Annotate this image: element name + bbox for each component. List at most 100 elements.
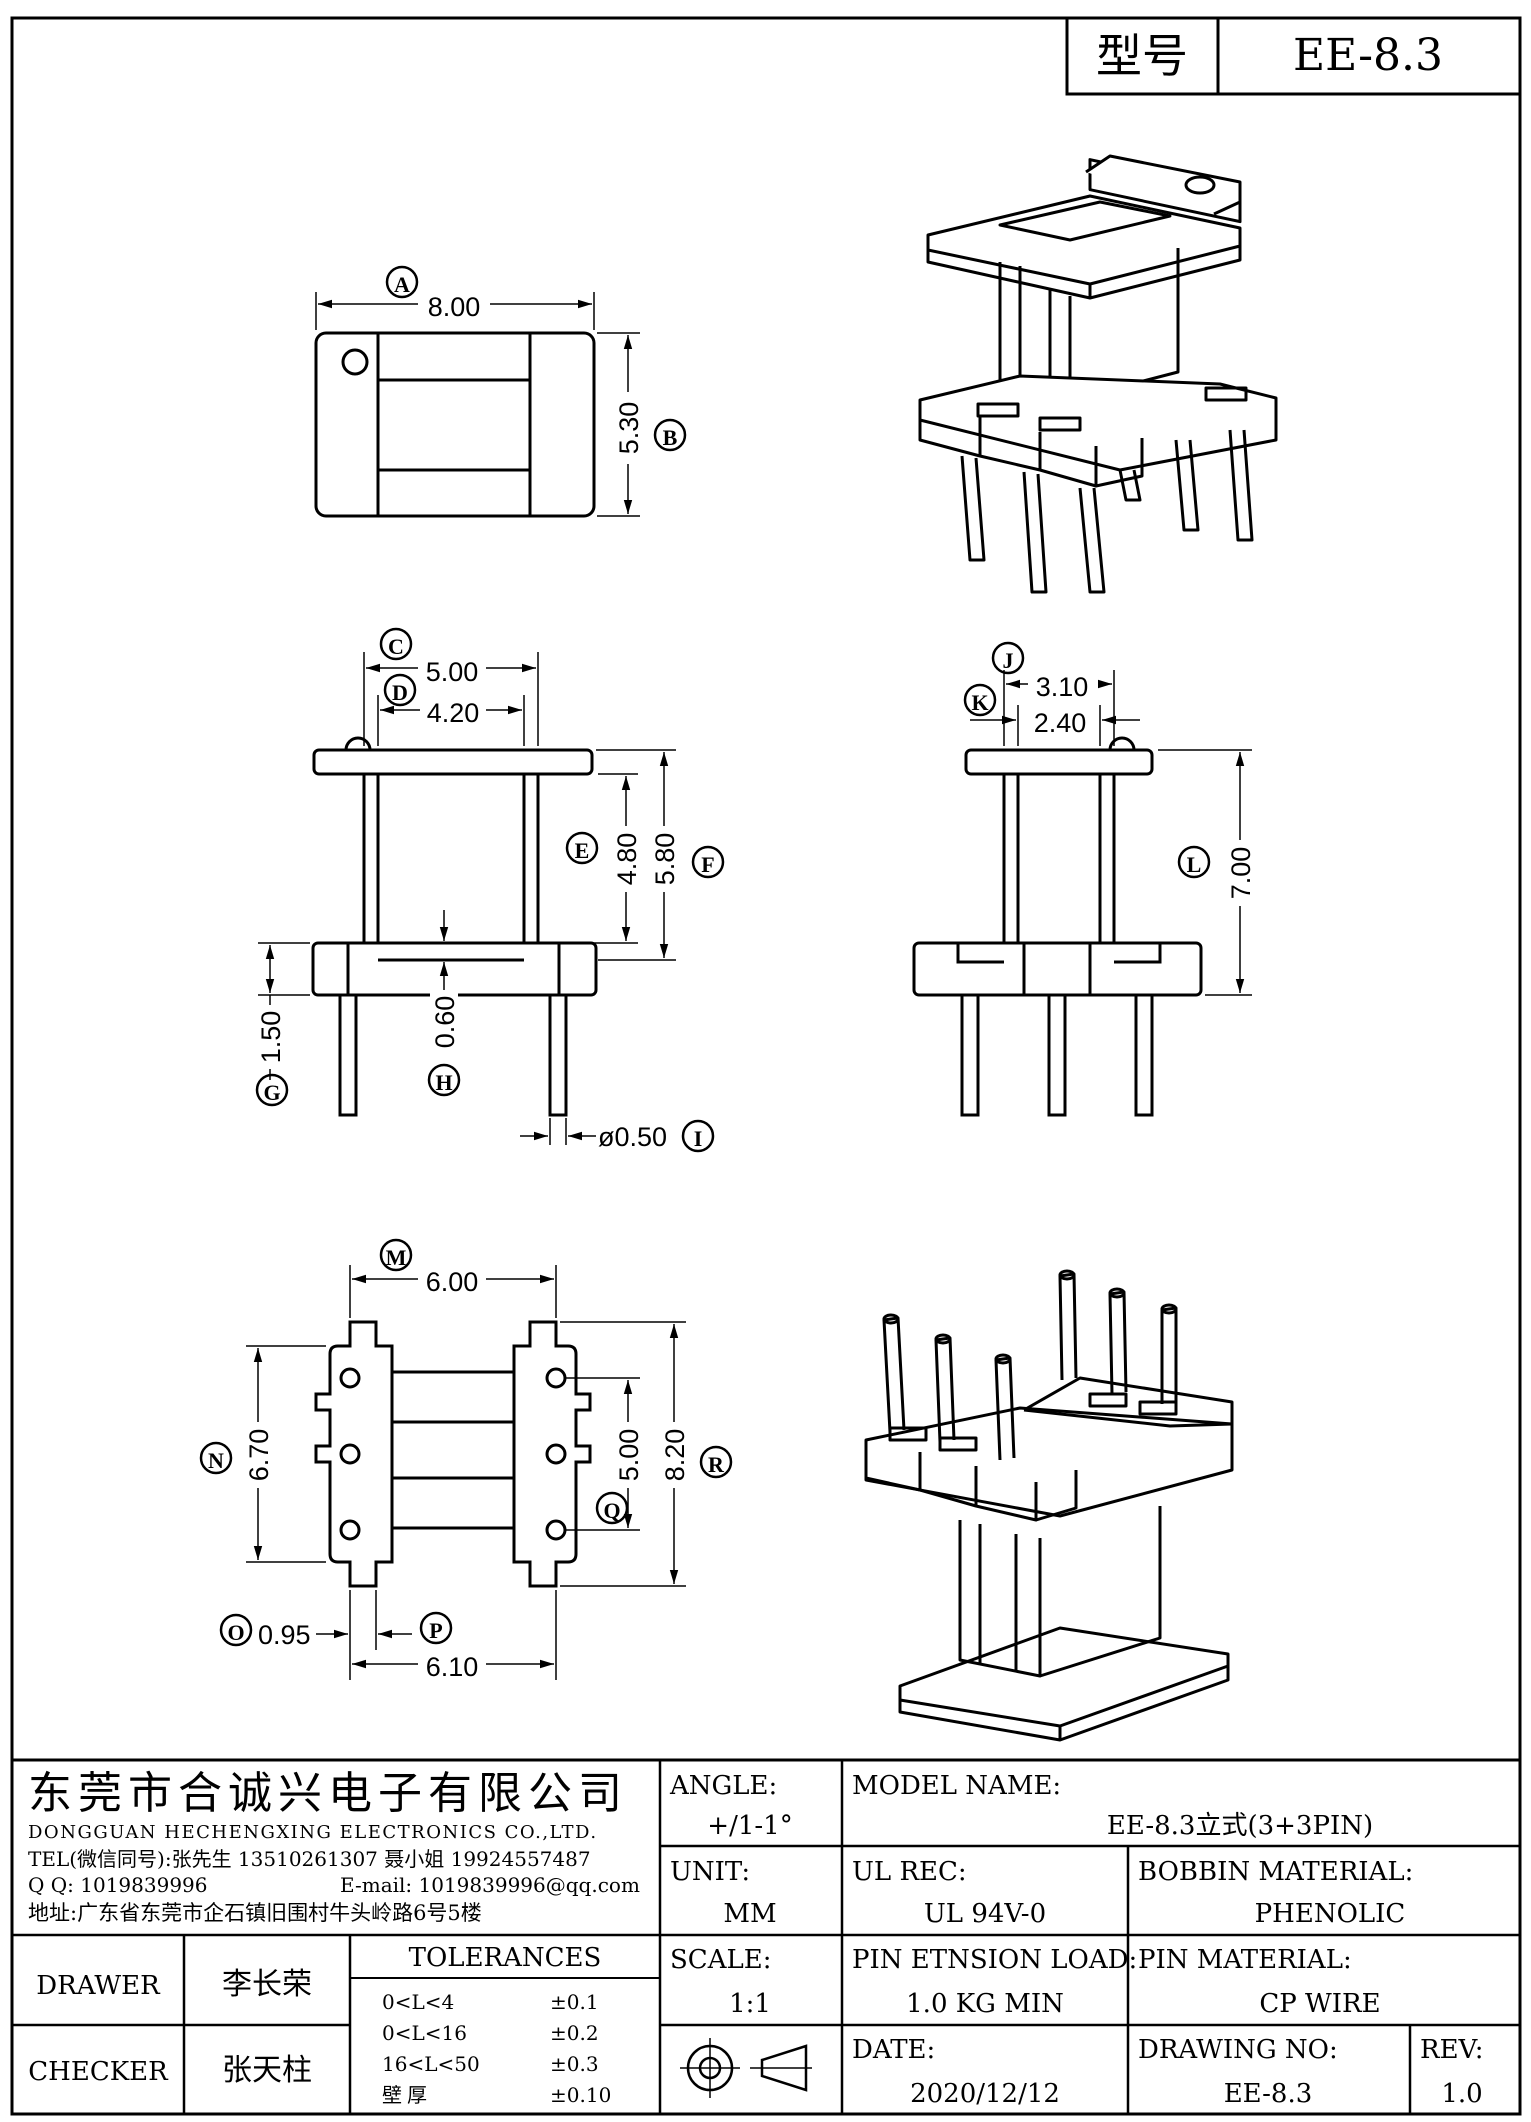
scale-value: 1:1 — [729, 1989, 771, 2019]
unit-label: UNIT: — [670, 1857, 750, 1887]
date-label: DATE: — [852, 2035, 935, 2065]
svg-text:D: D — [392, 680, 408, 705]
date-value: 2020/12/12 — [910, 2079, 1060, 2109]
company-name-en: DONGGUAN HECHENGXING ELECTRONICS CO.,LTD… — [28, 1822, 598, 1843]
model-name-label: MODEL NAME: — [852, 1771, 1061, 1801]
sheet-border — [10, 16, 1522, 2116]
balloon-f: F — [691, 845, 725, 879]
dim-d-value: 4.20 — [427, 698, 480, 728]
balloon-b: B — [653, 418, 687, 452]
drawer-label: DRAWER — [36, 1971, 161, 2001]
rev-label: REV: — [1420, 2035, 1483, 2065]
dim-j-value: 3.10 — [1036, 672, 1089, 702]
svg-text:A: A — [394, 272, 410, 297]
dim-f-value: 5.80 — [650, 833, 680, 886]
balloon-a: A — [385, 265, 419, 299]
company-name-cn: 东莞市合诚兴电子有限公司 — [28, 1769, 628, 1818]
dim-h-value: 0.60 — [430, 996, 460, 1049]
balloon-q: Q — [595, 1491, 629, 1525]
pin-material-value: CP WIRE — [1259, 1989, 1380, 2019]
dim-m-value: 6.00 — [426, 1267, 479, 1297]
bottom-view — [246, 1265, 686, 1680]
drawing-no-label: DRAWING NO: — [1138, 2035, 1338, 2065]
svg-text:O: O — [227, 1620, 244, 1645]
unit-value: MM — [723, 1899, 776, 1929]
svg-text:J: J — [1003, 648, 1014, 673]
title-block — [12, 1758, 1520, 2114]
drawing-no-value: EE-8.3 — [1224, 2079, 1313, 2109]
pin-load-label: PIN ETNSION LOAD: — [852, 1945, 1137, 1975]
dim-l-value: 7.00 — [1226, 847, 1256, 900]
svg-text:I: I — [694, 1126, 703, 1151]
tolerance-range: 壁 厚 — [382, 2084, 427, 2107]
balloon-g: G — [255, 1073, 289, 1107]
contact-email: E-mail: 1019839996@qq.com — [340, 1873, 640, 1897]
model-name-value: EE-8.3立式(3+3PIN) — [1107, 1811, 1373, 1841]
balloon-i: I — [681, 1119, 715, 1153]
svg-text:K: K — [971, 690, 988, 715]
svg-text:L: L — [1187, 852, 1202, 877]
ul-rec-value: UL 94V-0 — [924, 1899, 1046, 1929]
svg-text:P: P — [429, 1618, 442, 1643]
balloon-j: J — [991, 641, 1025, 675]
pin-material-label: PIN MATERIAL: — [1138, 1945, 1352, 1975]
svg-text:C: C — [388, 634, 404, 659]
top-view — [314, 292, 640, 518]
drawer-value: 李长荣 — [222, 1968, 312, 2001]
tolerance-value: ±0.1 — [550, 1990, 599, 2014]
balloon-c: C — [379, 627, 413, 661]
isometric-view-upright — [918, 154, 1278, 594]
contact-qq: Q Q: 1019839996 — [28, 1873, 208, 1897]
dim-r-value: 8.20 — [660, 1429, 690, 1482]
dim-q-value: 5.00 — [614, 1429, 644, 1482]
tolerance-range: 0<L<4 — [382, 1990, 454, 2014]
checker-label: CHECKER — [28, 2057, 169, 2087]
ul-rec-label: UL REC: — [852, 1857, 967, 1887]
tolerance-value: ±0.3 — [550, 2052, 599, 2076]
balloon-k: K — [963, 683, 997, 717]
company-address: 地址:广东省东莞市企石镇旧围村牛头岭路6号5楼 — [28, 1901, 482, 1925]
rev-value: 1.0 — [1441, 2079, 1482, 2109]
tolerance-value: ±0.2 — [550, 2021, 599, 2045]
svg-text:G: G — [263, 1080, 280, 1105]
dim-b-value: 5.30 — [614, 402, 644, 455]
dim-e-value: 4.80 — [612, 833, 642, 886]
balloon-r: R — [699, 1445, 733, 1479]
balloon-n: N — [199, 1441, 233, 1475]
svg-text:H: H — [435, 1070, 452, 1095]
svg-text:Q: Q — [603, 1498, 620, 1523]
tolerance-range: 16<L<50 — [382, 2052, 480, 2076]
balloon-l: L — [1177, 845, 1211, 879]
dim-o-value: 0.95 — [258, 1620, 311, 1650]
balloon-p: P — [419, 1611, 453, 1645]
svg-text:F: F — [701, 852, 714, 877]
title-block-text: 东莞市合诚兴电子有限公司 DONGGUAN HECHENGXING ELECTR… — [28, 1769, 1483, 2109]
model-box-label: 型号 — [1096, 31, 1188, 82]
svg-text:E: E — [575, 838, 590, 863]
dim-i-value: ø0.50 — [598, 1122, 667, 1152]
bobbin-material-label: BOBBIN MATERIAL: — [1138, 1857, 1413, 1887]
svg-text:N: N — [208, 1448, 224, 1473]
balloon-e: E — [565, 831, 599, 865]
model-box-value: EE-8.3 — [1293, 30, 1443, 81]
svg-text:B: B — [663, 425, 678, 450]
side-view — [912, 670, 1252, 1117]
pin-load-value: 1.0 KG MIN — [906, 1989, 1064, 2019]
dim-c-value: 5.00 — [426, 657, 479, 687]
dim-p-value: 6.10 — [426, 1652, 479, 1682]
dim-g-value: 1.50 — [256, 1011, 286, 1064]
angle-value: +/1-1° — [707, 1811, 792, 1841]
balloon-m: M — [379, 1238, 413, 1272]
angle-label: ANGLE: — [669, 1771, 777, 1801]
dim-n-value: 6.70 — [244, 1429, 274, 1482]
model-box: 型号 EE-8.3 — [1065, 16, 1522, 96]
tolerances-label: TOLERANCES — [409, 1943, 602, 1973]
svg-text:M: M — [386, 1245, 407, 1270]
checker-value: 张天柱 — [222, 2054, 312, 2087]
scale-label: SCALE: — [670, 1945, 772, 1975]
balloon-d: D — [383, 673, 417, 707]
front-view — [258, 652, 676, 1145]
balloon-o: O — [219, 1613, 253, 1647]
